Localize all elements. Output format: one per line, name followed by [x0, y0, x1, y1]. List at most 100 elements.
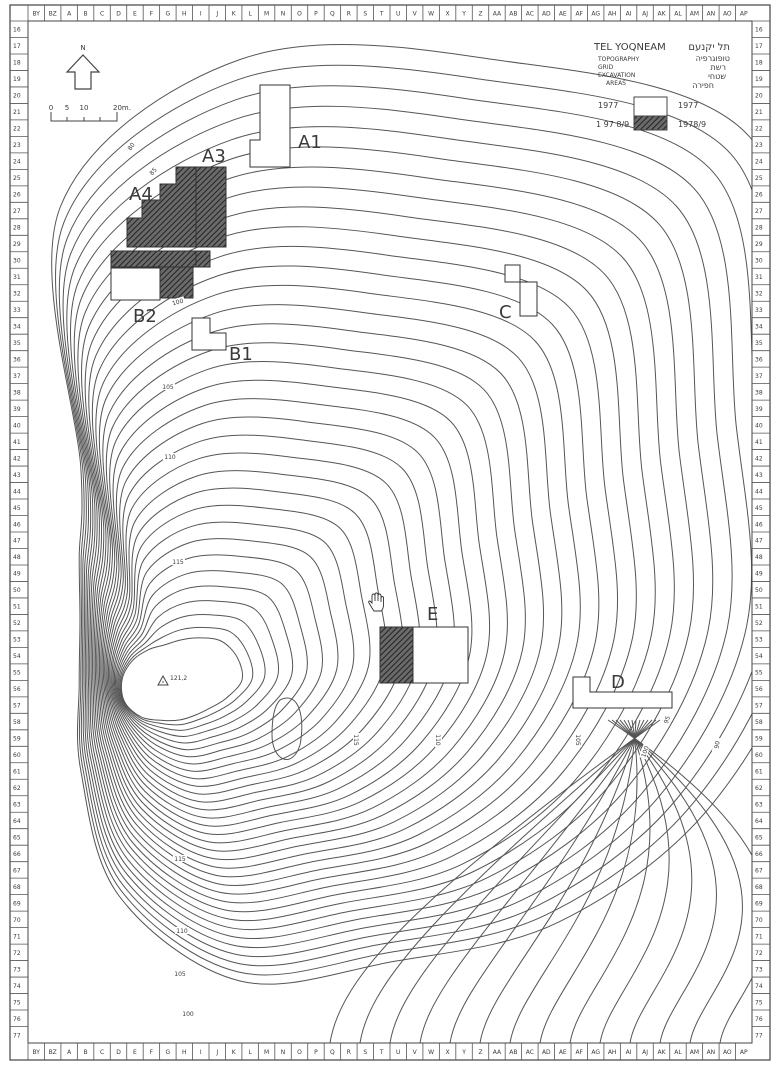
left-row-label-58: 58	[13, 719, 21, 726]
bottom-column-label-q: Q	[330, 1049, 335, 1056]
right-row-label-39: 39	[755, 406, 763, 413]
area-a3-lower[interactable]	[195, 250, 211, 268]
legend-line-areas: AREAS	[606, 80, 626, 87]
legend-hebrew-areas: חפירה	[692, 81, 714, 90]
top-column-label-ae: AE	[559, 11, 567, 18]
left-row-label-41: 41	[13, 439, 21, 446]
top-column-label-e: E	[133, 11, 137, 18]
right-row-label-37: 37	[755, 373, 763, 380]
area-b2-hatched[interactable]	[143, 266, 194, 299]
bottom-column-label-u: U	[396, 1049, 400, 1056]
legend-swatch-1978-9	[633, 115, 668, 131]
contour-label-115: 115	[172, 559, 184, 566]
left-row-label-19: 19	[13, 76, 21, 83]
contour-label-100: 100	[640, 745, 651, 758]
left-row-label-52: 52	[13, 620, 21, 627]
top-column-label-ab: AB	[509, 11, 517, 18]
legend: TEL YOQNEAM תל יקנעם TOPOGRAPHY GRID EXC…	[593, 42, 730, 131]
contour-line	[111, 504, 371, 780]
left-row-label-77: 77	[13, 1032, 21, 1039]
right-row-label-71: 71	[755, 933, 763, 940]
legend-line-grid: GRID	[598, 64, 614, 71]
grid-frame: BYBYBZBZAABBCCDDEEFFGGHHIIJJKKLLMMNNOOPP…	[9, 4, 771, 1061]
top-column-label-t: T	[379, 11, 384, 18]
area-d[interactable]	[572, 676, 673, 709]
top-column-label-af: AF	[575, 11, 583, 18]
bottom-column-label-k: K	[232, 1049, 237, 1056]
right-row-label-70: 70	[755, 917, 763, 924]
right-row-label-32: 32	[755, 290, 763, 297]
contour-line	[109, 470, 404, 795]
contour-line	[569, 719, 651, 1043]
bottom-column-label-h: H	[182, 1049, 187, 1056]
area-label-d: D	[611, 672, 625, 693]
right-row-label-30: 30	[755, 258, 763, 265]
left-row-label-21: 21	[13, 109, 21, 116]
bottom-column-label-b: B	[84, 1049, 88, 1056]
area-a4[interactable]	[126, 166, 197, 248]
contour-line	[106, 434, 438, 811]
left-row-label-48: 48	[13, 554, 21, 561]
right-row-label-23: 23	[755, 142, 763, 149]
bottom-column-label-ai: AI	[626, 1049, 632, 1056]
bottom-column-label-bz: BZ	[49, 1049, 57, 1056]
contour-line	[120, 626, 254, 726]
bottom-column-label-ae: AE	[559, 1049, 567, 1056]
right-row-label-34: 34	[755, 323, 763, 330]
right-row-label-33: 33	[755, 307, 763, 314]
bottom-column-label-t: T	[379, 1049, 384, 1056]
bottom-column-label-c: C	[100, 1049, 104, 1056]
contour-line	[62, 105, 752, 958]
area-e-hatched[interactable]	[379, 626, 414, 684]
area-c-south[interactable]	[519, 281, 538, 317]
right-row-label-67: 67	[755, 867, 763, 874]
contour-line	[113, 538, 339, 765]
right-row-label-44: 44	[755, 488, 763, 495]
area-b2[interactable]	[110, 267, 161, 301]
area-a3[interactable]	[195, 166, 227, 248]
area-a1[interactable]	[249, 84, 291, 168]
top-column-label-u: U	[396, 11, 400, 18]
right-row-label-20: 20	[755, 93, 763, 100]
left-row-label-57: 57	[13, 703, 21, 710]
left-row-label-50: 50	[13, 587, 21, 594]
top-column-label-ap: AP	[740, 11, 748, 18]
left-row-label-39: 39	[13, 406, 21, 413]
top-column-label-am: AM	[690, 11, 699, 18]
legend-swatch-1977	[633, 96, 668, 117]
contour-label-80: 80	[127, 141, 137, 151]
left-row-label-17: 17	[13, 43, 21, 50]
spot-height-label: 121,2	[170, 675, 187, 682]
bottom-column-label-a: A	[67, 1049, 72, 1056]
top-column-label-x: X	[446, 11, 450, 18]
top-column-label-q: Q	[330, 11, 335, 18]
top-column-label-b: B	[84, 11, 88, 18]
right-row-label-62: 62	[755, 785, 763, 792]
contour-line	[271, 697, 303, 760]
right-row-label-56: 56	[755, 686, 763, 693]
area-b2-upper[interactable]	[110, 250, 197, 268]
right-row-label-26: 26	[755, 192, 763, 199]
bottom-column-label-ac: AC	[526, 1049, 534, 1056]
top-column-label-ac: AC	[526, 11, 534, 18]
contour-line	[73, 166, 695, 931]
hand-cursor-icon	[368, 592, 384, 612]
area-e[interactable]	[412, 626, 469, 684]
contour-line	[66, 126, 733, 949]
right-row-label-65: 65	[755, 834, 763, 841]
right-row-label-19: 19	[755, 76, 763, 83]
right-row-label-18: 18	[755, 60, 763, 67]
top-column-label-i: I	[200, 11, 202, 18]
left-row-label-44: 44	[13, 488, 21, 495]
area-c-north[interactable]	[504, 264, 521, 283]
contour-line	[81, 206, 656, 913]
top-column-label-z: Z	[478, 11, 482, 18]
bottom-column-label-m: M	[264, 1049, 269, 1056]
area-b1[interactable]	[191, 317, 227, 351]
bottom-column-label-z: Z	[478, 1049, 482, 1056]
right-row-label-76: 76	[755, 1016, 763, 1023]
left-row-label-32: 32	[13, 290, 21, 297]
left-row-label-38: 38	[13, 389, 21, 396]
left-row-label-56: 56	[13, 686, 21, 693]
